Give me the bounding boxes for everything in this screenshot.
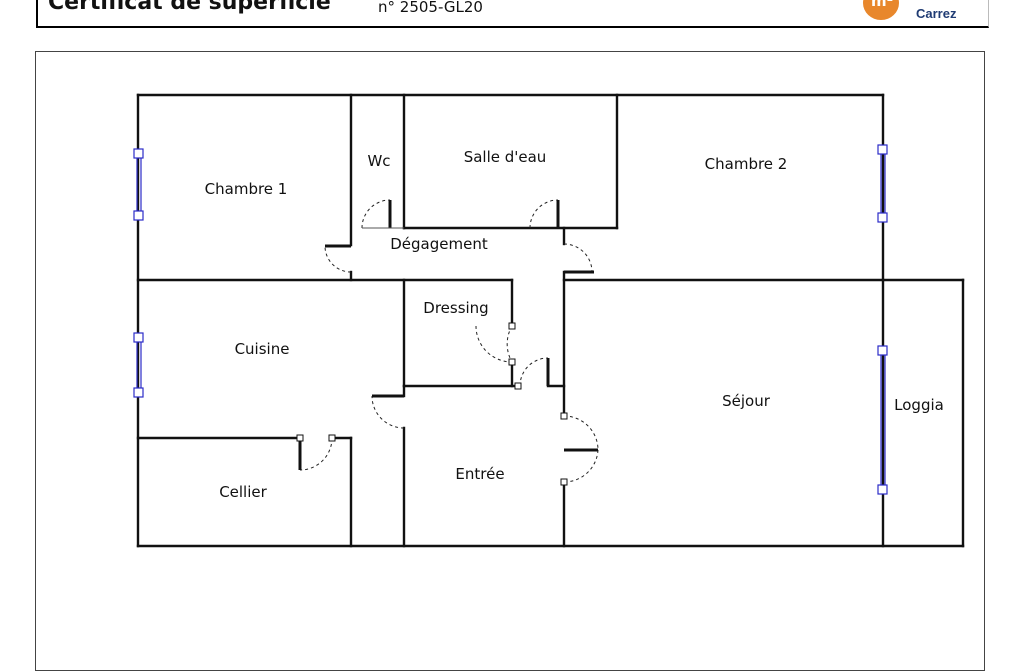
certificate-number: n° 2505-GL20 [378, 0, 483, 16]
door-arc [563, 449, 599, 483]
door-hinge [328, 434, 336, 442]
door-hinge [296, 434, 304, 442]
window-frame [133, 387, 144, 398]
door-arc [371, 395, 405, 429]
room-label-loggia: Loggia [894, 396, 944, 414]
room-label-degagement: Dégagement [390, 235, 488, 253]
room-label-wc: Wc [367, 152, 390, 170]
door-hinge [508, 358, 516, 366]
door-arc [563, 415, 599, 451]
walls [136, 93, 965, 548]
windows [133, 144, 888, 495]
window-frame [133, 210, 144, 221]
logo-square-meter: m² [871, 0, 894, 10]
door-arc [324, 245, 352, 273]
window-frame [877, 144, 888, 155]
logo-text: Carrez [916, 6, 957, 21]
door-arc [563, 243, 593, 273]
room-label-sejour: Séjour [722, 392, 771, 410]
document-header: Certificat de superficie n° 2505-GL20 m²… [0, 0, 1025, 30]
room-label-chambre-1: Chambre 1 [205, 180, 288, 198]
door-hinge [560, 412, 568, 420]
window-frame [877, 212, 888, 223]
document-title: Certificat de superficie [48, 0, 331, 15]
door-arc [529, 199, 559, 229]
room-label-chambre-2: Chambre 2 [705, 155, 788, 173]
room-label-dressing: Dressing [423, 299, 488, 317]
carrez-logo-icon [863, 0, 899, 20]
room-labels: Chambre 1 Wc Salle d'eau Chambre 2 Dégag… [205, 148, 944, 501]
header-bar [36, 0, 989, 28]
floor-plan: Chambre 1 Wc Salle d'eau Chambre 2 Dégag… [133, 93, 965, 548]
window-frame [877, 345, 888, 356]
room-label-entree: Entrée [455, 465, 504, 483]
room-label-cuisine: Cuisine [235, 340, 290, 358]
door-arc [361, 199, 391, 229]
door-hinge [508, 322, 516, 330]
window-frame [133, 332, 144, 343]
door-hinge [560, 478, 568, 486]
room-label-cellier: Cellier [219, 483, 267, 501]
window-frame [877, 484, 888, 495]
door-arc [506, 325, 513, 363]
door-arc [519, 357, 549, 387]
door-arc [475, 325, 513, 363]
door-arc [299, 437, 333, 471]
window-frame [133, 148, 144, 159]
door-hinge [514, 382, 522, 390]
doors [296, 199, 599, 486]
room-label-salle-d-eau: Salle d'eau [464, 148, 547, 166]
